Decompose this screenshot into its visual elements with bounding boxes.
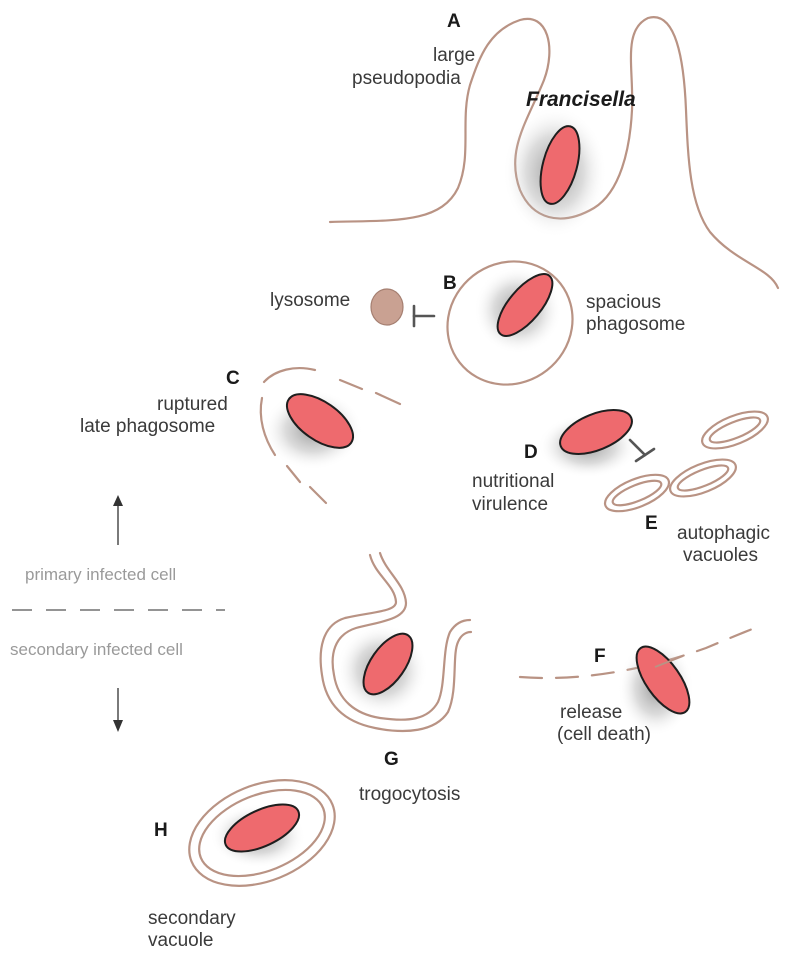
label-phagosome: phagosome (586, 314, 685, 335)
label-nutritional: nutritional (472, 471, 554, 492)
stage-e-autophagic-vacuoles: E autophagic vacuoles (603, 410, 770, 566)
ruptured-membrane-fragment (285, 464, 302, 484)
francisella-bacterium (539, 125, 581, 205)
ruptured-membrane-fragment (262, 366, 317, 384)
autophagic-vacuole-outer (669, 458, 737, 498)
step-letter-h: H (154, 820, 168, 841)
label-late-phagosome: late phagosome (80, 416, 215, 437)
label-virulence: virulence (472, 494, 548, 515)
step-letter-c: C (226, 368, 240, 389)
stage-d-nutritional-virulence: D nutritional virulence (472, 409, 656, 515)
francisella-bacterium (496, 273, 554, 337)
secondary-vacuole-inner (198, 788, 326, 878)
autophagic-vacuole-inner (708, 416, 762, 444)
autophagic-vacuole-outer (701, 410, 769, 450)
down-arrow-head (113, 720, 123, 732)
membrane-overlap (654, 655, 684, 668)
label-vacuole: vacuole (148, 930, 214, 951)
spacious-phagosome-membrane (446, 260, 574, 386)
secondary-vacuole-outer (188, 779, 336, 887)
label-vacuoles: vacuoles (683, 545, 758, 566)
label-secondary-infected-cell: secondary infected cell (10, 640, 183, 659)
label-lysosome: lysosome (270, 290, 350, 311)
step-letter-e: E (645, 513, 658, 534)
stage-h-secondary-vacuole: H secondary vacuole (148, 779, 336, 951)
label-francisella: Francisella (526, 88, 636, 111)
francisella-bacterium (635, 645, 691, 715)
francisella-bacterium (286, 393, 354, 449)
autophagic-vacuole-inner (611, 479, 663, 507)
stage-g-trogocytosis: G trogocytosis (319, 551, 473, 805)
label-secondary: secondary (148, 908, 236, 929)
label-cell-death: (cell death) (557, 724, 651, 745)
up-arrow-head (113, 495, 123, 506)
step-letter-b: B (443, 273, 457, 294)
label-ruptured: ruptured (157, 394, 228, 415)
trogocytosis-membrane-outer (319, 553, 473, 733)
trogocytosis-membrane-inner (331, 551, 472, 721)
francisella-bacterium (223, 803, 301, 853)
label-spacious: spacious (586, 292, 661, 313)
inhibition-symbol (412, 304, 436, 328)
ruptured-membrane-fragment (374, 391, 402, 406)
stage-b-spacious-phagosome: B lysosome spacious phagosome (270, 260, 685, 386)
francisella-bacterium (559, 409, 633, 455)
ruptured-membrane-fragment (308, 485, 328, 505)
ruptured-membrane-fragment (338, 378, 364, 391)
label-pseudopodia: pseudopodia (352, 68, 461, 89)
label-autophagic: autophagic (677, 523, 770, 544)
lysosome (370, 288, 404, 326)
stage-c-ruptured-phagosome: C ruptured late phagosome (80, 366, 402, 505)
francisella-bacterium (362, 632, 414, 696)
autophagic-vacuole-inner (676, 464, 730, 492)
inhibition-symbol (628, 438, 656, 463)
step-letter-a: A (447, 11, 461, 32)
label-large: large (433, 45, 475, 66)
label-primary-infected-cell: primary infected cell (25, 565, 176, 584)
stage-a-pseudopodia: A large pseudopodia Francisella (328, 11, 780, 290)
autophagic-vacuole-outer (603, 473, 671, 513)
stage-f-release: F release (cell death) (518, 624, 762, 745)
step-letter-g: G (384, 749, 399, 770)
label-trogocytosis: trogocytosis (359, 784, 460, 805)
cell-divider: primary infected cell secondary infected… (10, 495, 225, 732)
label-release: release (560, 702, 622, 723)
step-letter-f: F (594, 646, 606, 667)
step-letter-d: D (524, 442, 538, 463)
